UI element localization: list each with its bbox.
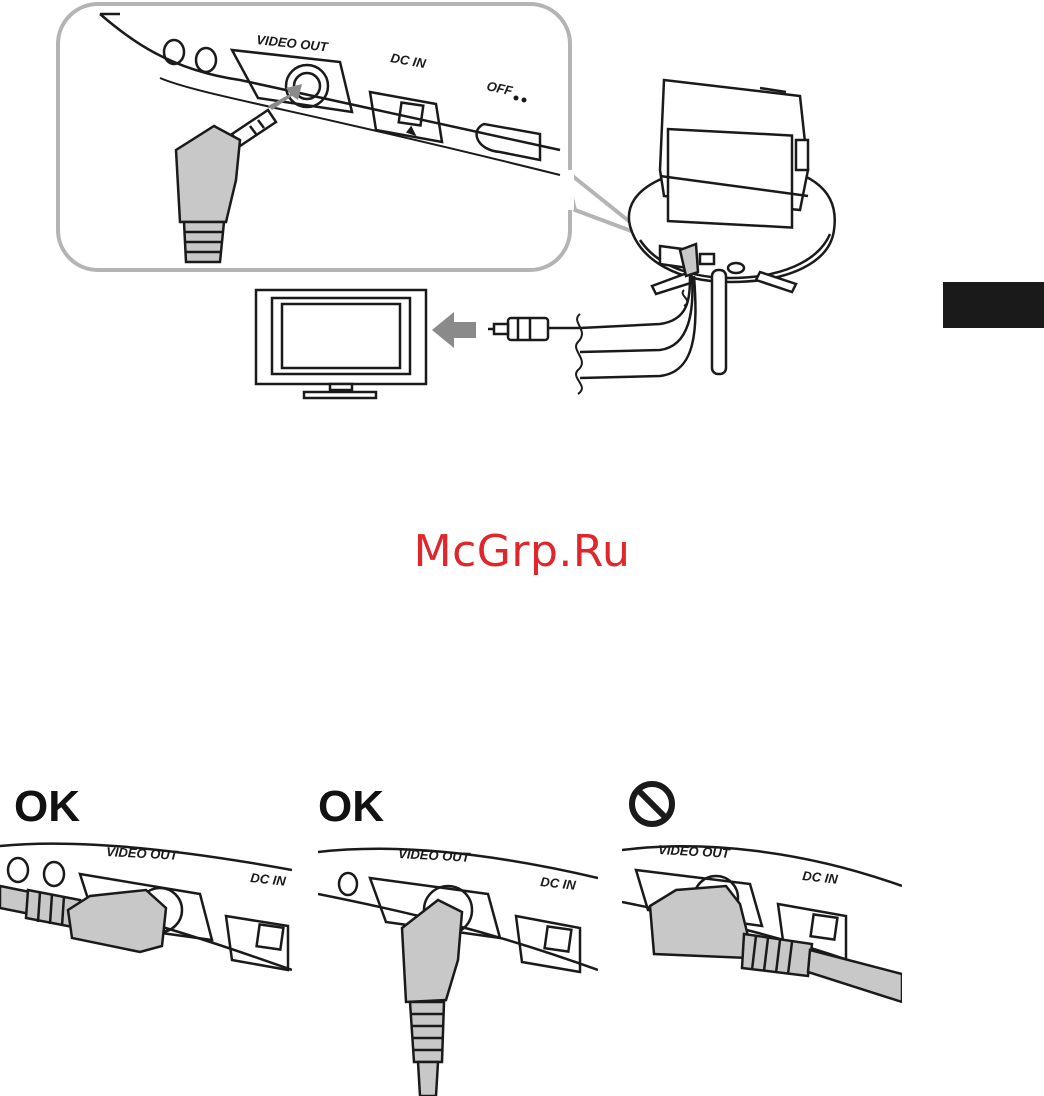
- prohibited-icon: [626, 780, 678, 828]
- connection-illustration: VIDEO OUT DC IN OFF: [0, 0, 1044, 410]
- panel-ok-2: VIDEO OUT DC IN: [318, 830, 598, 1096]
- watermark: McGrp.Ru: [0, 526, 1044, 577]
- dc-in-label-2: DC IN: [540, 874, 577, 893]
- dc-in-label-1: DC IN: [250, 870, 287, 889]
- av-cable: [548, 276, 695, 394]
- panel-ok-1: VIDEO OUT DC IN: [0, 830, 292, 1096]
- chapter-tab: [943, 282, 1044, 328]
- ok-label-2: OK: [318, 782, 384, 832]
- video-out-label-1: VIDEO OUT: [106, 844, 179, 863]
- ok-label-1: OK: [14, 782, 80, 832]
- video-out-label-3: VIDEO OUT: [658, 842, 731, 861]
- panel-prohibited: VIDEO OUT DC IN: [622, 830, 902, 1030]
- cradle-stand: [652, 270, 796, 374]
- tv-icon: [256, 290, 426, 398]
- output-arrow-icon: [432, 312, 476, 348]
- cradle-with-player: [629, 80, 835, 282]
- dc-in-label-3: DC IN: [802, 868, 839, 887]
- rca-plug: [488, 318, 548, 340]
- video-out-label-2: VIDEO OUT: [398, 846, 471, 865]
